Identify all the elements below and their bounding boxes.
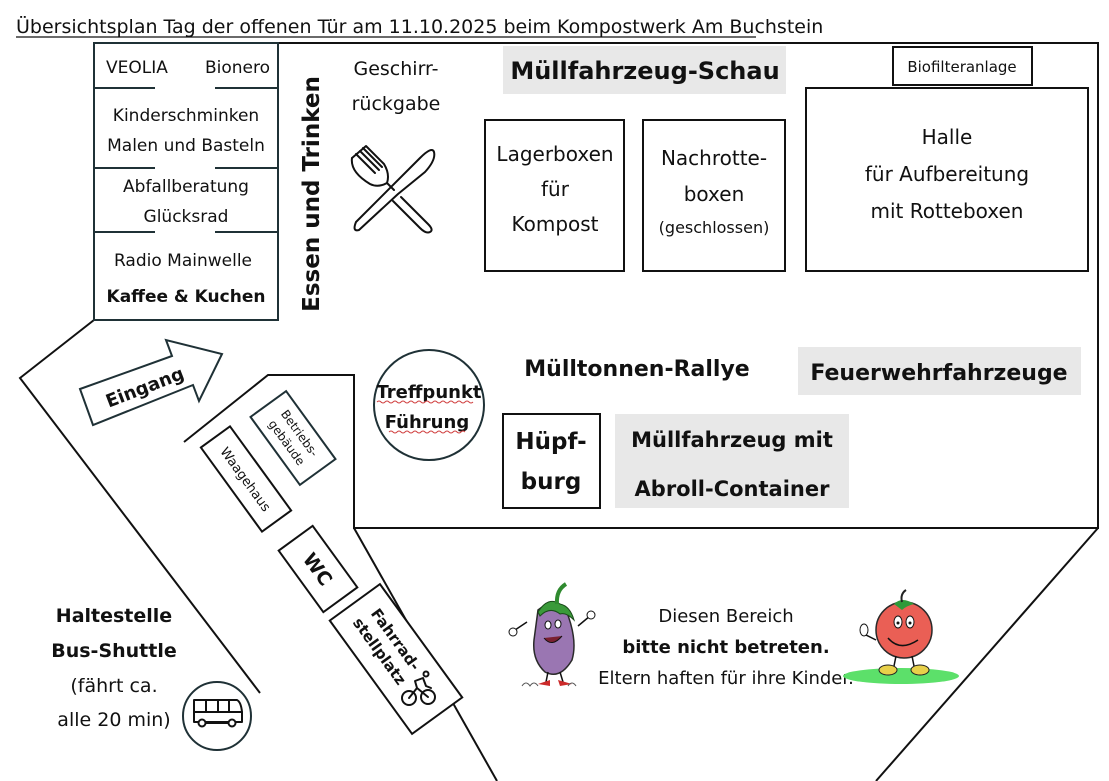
geschirr-label-1: Geschirr- — [353, 58, 438, 80]
muelltonnen-rallye-label: Mülltonnen-Rallye — [524, 357, 749, 382]
bus-icon — [182, 681, 252, 751]
entrance-arrow-icon — [78, 338, 224, 427]
treffpunkt-label-1: Treffpunkt — [376, 382, 481, 403]
tomato-mascot — [843, 589, 959, 684]
cutlery-icon — [350, 145, 436, 234]
biofilteranlage-label: Biofilteranlage — [907, 58, 1016, 76]
halle-label-3: mit Rotteboxen — [871, 199, 1024, 223]
halle-box — [805, 87, 1089, 272]
eggplant-mascot — [508, 582, 596, 687]
stand-radio-mainwelle: Radio Mainwelle — [114, 251, 252, 271]
shuttle-frequency-2: alle 20 min) — [57, 709, 170, 731]
huepfburg-label-1: Hüpf- — [515, 429, 586, 455]
bicycle-icon — [401, 670, 436, 706]
nachrotteboxen-label-1: Nachrotte- — [661, 146, 767, 170]
huepfburg-box — [502, 413, 601, 509]
spellcheck-underline — [388, 430, 466, 434]
abroll-label-1: Müllfahrzeug mit — [631, 428, 833, 452]
warning-line-3: Eltern haften für ihre Kinder. — [598, 668, 854, 689]
stand-malen-basteln: Malen und Basteln — [107, 136, 265, 156]
spellcheck-underline — [376, 400, 474, 404]
lagerboxen-label-2: für — [541, 177, 570, 201]
essen-trinken-label: Essen und Trinken — [299, 76, 325, 312]
abroll-container-area — [615, 414, 849, 508]
shuttle-frequency-1: (fährt ca. — [70, 675, 157, 697]
feuerwehr-area — [798, 347, 1081, 395]
lagerboxen-label-3: Kompost — [511, 212, 598, 236]
fahrradstellplatz-area: Fahrrad- stellplatz — [328, 582, 464, 736]
stand-bionero: Bionero — [205, 58, 270, 78]
muellfahrzeug-schau-area — [503, 46, 786, 94]
nachrotteboxen-box — [642, 119, 786, 272]
wc-building: WC — [277, 524, 359, 614]
stand-gluecksrad: Glücksrad — [144, 207, 229, 227]
geschirr-label-2: rückgabe — [352, 93, 441, 115]
stand-veolia: VEOLIA — [106, 58, 168, 78]
stand-abfallberatung: Abfallberatung — [123, 177, 249, 197]
stand-kinderschminken: Kinderschminken — [113, 106, 259, 126]
huepfburg-label-2: burg — [521, 469, 582, 495]
nachrotteboxen-status: (geschlossen) — [659, 218, 770, 237]
feuerwehr-label: Feuerwehrfahrzeuge — [810, 361, 1067, 386]
lagerboxen-label-1: Lagerboxen — [496, 142, 613, 166]
biofilteranlage-box — [892, 46, 1033, 86]
muellfahrzeug-schau-label: Müllfahrzeug-Schau — [510, 57, 779, 85]
treffpunkt-label-2: Führung — [385, 412, 469, 433]
halle-label-2: für Aufbereitung — [865, 162, 1029, 186]
lagerboxen-box — [484, 119, 625, 272]
page-title: Übersichtsplan Tag der offenen Tür am 11… — [16, 15, 823, 38]
warning-line-2: bitte nicht betreten. — [622, 637, 829, 658]
stands-block — [93, 42, 279, 321]
warning-line-1: Diesen Bereich — [658, 606, 793, 627]
bus-shuttle-label: Bus-Shuttle — [51, 640, 177, 662]
abroll-label-2: Abroll-Container — [635, 477, 831, 501]
haltestelle-label: Haltestelle — [56, 605, 172, 627]
nachrotteboxen-label-2: boxen — [684, 182, 745, 206]
halle-label-1: Halle — [922, 125, 973, 149]
treffpunkt-circle — [373, 349, 485, 461]
site-outline — [18, 42, 1099, 781]
stand-kaffee-kuchen: Kaffee & Kuchen — [107, 287, 266, 307]
